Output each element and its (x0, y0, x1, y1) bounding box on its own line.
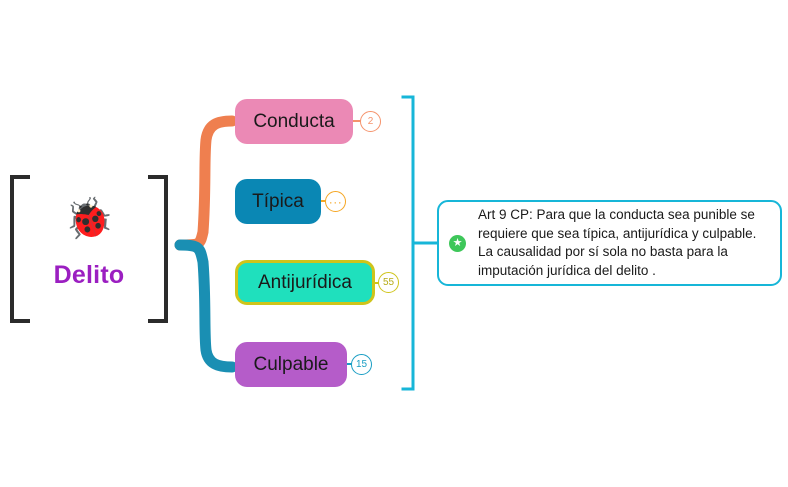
badge-count-culpable[interactable]: 15 (351, 354, 372, 375)
node-label: Típica (252, 190, 304, 212)
node-label: Antijurídica (258, 271, 352, 293)
badge-count-antijuridica[interactable]: 55 (378, 272, 399, 293)
node-label: Conducta (253, 110, 335, 132)
star-badge-icon: ★ (449, 234, 466, 252)
badge-text: 2 (367, 115, 374, 127)
badge-text: 15 (355, 358, 368, 370)
note-text: Art 9 CP: Para que la conducta sea punib… (478, 207, 757, 278)
note-box[interactable]: ★ Art 9 CP: Para que la conducta sea pun… (437, 200, 782, 286)
badge-count-conducta[interactable]: 2 (360, 111, 381, 132)
root-node-label: Delito (53, 261, 125, 289)
node-conducta[interactable]: Conducta (235, 99, 353, 144)
star-glyph: ★ (452, 236, 463, 249)
connector-upper-brace (174, 115, 238, 251)
node-tipica[interactable]: Típica (235, 179, 321, 224)
root-bracket-right (148, 175, 168, 323)
badge-ellipsis-tipica[interactable]: ··· (325, 191, 346, 212)
root-node[interactable]: 🐞 Delito (10, 175, 168, 323)
ladybug-icon: 🐞 (64, 197, 114, 241)
root-bracket-left (10, 175, 30, 323)
connector-lower-brace (174, 239, 238, 373)
summary-bracket (401, 95, 415, 391)
node-antijuridica[interactable]: Antijurídica (235, 260, 375, 305)
badge-text: 55 (382, 276, 395, 288)
badge-text: ··· (328, 194, 343, 209)
node-label: Culpable (253, 353, 329, 375)
node-culpable[interactable]: Culpable (235, 342, 347, 387)
